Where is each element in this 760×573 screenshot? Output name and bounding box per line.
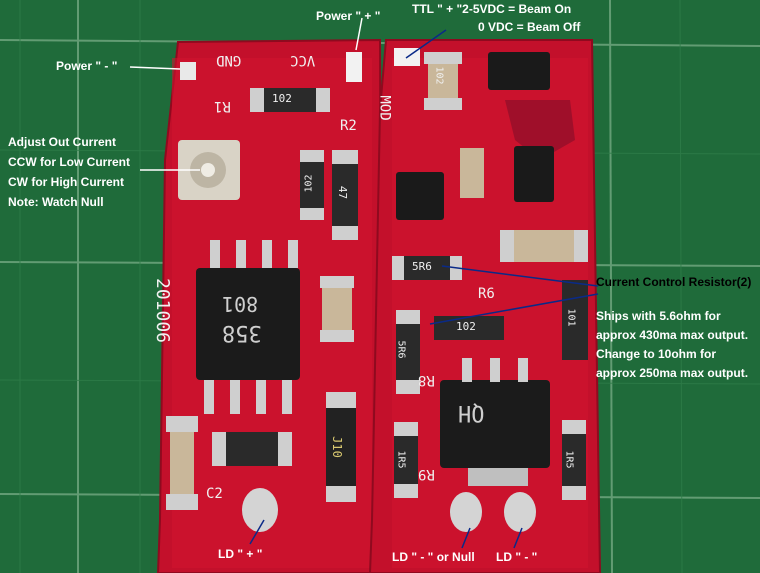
- label-ccr-3: approx 430ma max output.: [596, 328, 749, 342]
- silk-r2: R2: [340, 118, 357, 134]
- res-5r6-b: 5R6: [395, 340, 407, 359]
- res-102-d: 102: [456, 320, 476, 333]
- res-1r5-b: 1R5: [563, 450, 575, 469]
- res-102-b: 102: [303, 174, 315, 193]
- label-power-plus: Power " + ": [316, 9, 381, 23]
- res-102-c: 102: [433, 66, 445, 85]
- label-ttl-line1: TTL " + "2-5VDC = Beam On: [412, 2, 572, 16]
- label-ccr-1: Current Control Resistor(2): [596, 275, 752, 289]
- op-amp-ic: [196, 268, 300, 380]
- ic-801: 801: [222, 292, 259, 316]
- annotation-lines: [129, 17, 363, 171]
- res-5r6-a: 5R6: [412, 260, 432, 273]
- label-adjust-4: Note: Watch Null: [8, 195, 104, 209]
- label-ld-minus: LD " - ": [496, 550, 538, 564]
- ld-plus-pad: [242, 488, 278, 532]
- label-adjust-3: CW for High Current: [8, 175, 124, 189]
- ld-minus-pad: [504, 492, 536, 532]
- res-47: 47: [336, 185, 350, 200]
- mosfet: [440, 380, 550, 468]
- right-components: [392, 52, 588, 532]
- vcc-pad: [346, 52, 362, 82]
- ic-qh: QH: [458, 400, 485, 425]
- left-components: [166, 88, 358, 532]
- label-adjust-2: CCW for Low Current: [8, 155, 130, 169]
- silk-gnd: GND: [216, 52, 242, 68]
- res-102-a: 102: [272, 92, 292, 105]
- silk-mod: MOD: [376, 95, 393, 121]
- label-ccr-4: Change to 10ohm for: [596, 347, 717, 361]
- silk-r6: R6: [478, 286, 495, 302]
- res-101: 101: [565, 308, 577, 327]
- ic-358: 358: [222, 320, 262, 345]
- label-ld-plus: LD " + ": [218, 547, 263, 561]
- label-ld-minus-null: LD " - " or Null: [392, 550, 475, 564]
- label-ccr-5: approx 250ma max output.: [596, 366, 749, 380]
- transistor-q1: [396, 172, 444, 220]
- cap-j10: J10: [329, 436, 344, 458]
- silk-board-id: 201006: [152, 277, 174, 344]
- silk-r1: R1: [214, 98, 231, 114]
- res-1r5-a: 1R5: [395, 450, 407, 469]
- silk-r9: R9: [418, 466, 435, 482]
- label-ccr-2: Ships with 5.6ohm for: [596, 309, 721, 323]
- gnd-pad: [180, 62, 196, 80]
- ld-minus-null-pad: [450, 492, 482, 532]
- label-ttl-line2: 0 VDC = Beam Off: [478, 20, 581, 34]
- silk-r8: R8: [418, 372, 435, 388]
- silk-c2: C2: [206, 486, 223, 502]
- silk-vcc: VCC: [290, 52, 316, 68]
- label-adjust-1: Adjust Out Current: [8, 135, 116, 149]
- label-power-minus: Power " - ": [56, 59, 118, 73]
